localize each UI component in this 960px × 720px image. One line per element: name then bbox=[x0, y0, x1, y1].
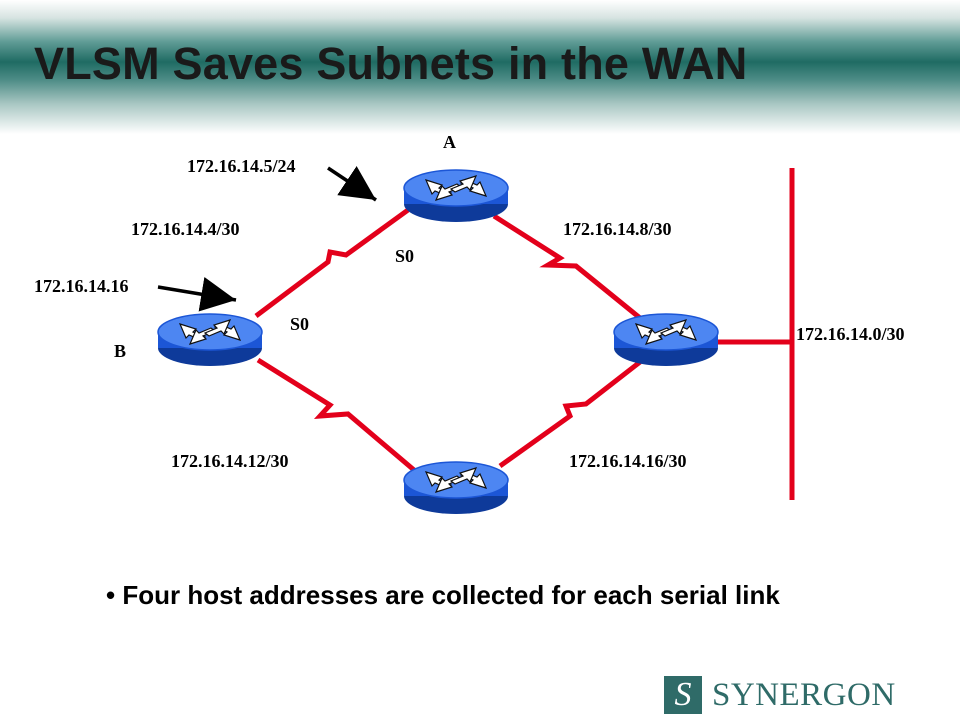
logo-text: SYNERGON bbox=[712, 677, 896, 713]
router-label-b: B bbox=[114, 341, 126, 361]
synergon-logo: S SYNERGON bbox=[664, 676, 946, 714]
router-a bbox=[403, 169, 509, 223]
link-bottom-right bbox=[498, 360, 642, 469]
router-b bbox=[157, 313, 263, 367]
address-label: 172.16.14.8/30 bbox=[563, 219, 672, 239]
bullet-symbol: • bbox=[106, 580, 116, 610]
address-label: 172.16.14.0/30 bbox=[796, 324, 905, 344]
link-b-bottom bbox=[256, 357, 416, 472]
link-b-a bbox=[254, 207, 410, 318]
router-right bbox=[613, 313, 719, 367]
router-bottom bbox=[403, 461, 509, 515]
header-band bbox=[0, 0, 960, 135]
link-a-right bbox=[492, 213, 642, 320]
bullet-item: • Four host addresses are collected for … bbox=[106, 578, 886, 612]
address-label: 172.16.14.4/30 bbox=[131, 219, 240, 239]
address-label: 172.16.14.12/30 bbox=[171, 451, 289, 471]
interface-label-left: S0 bbox=[290, 314, 309, 334]
address-label: 172.16.14.16 bbox=[34, 276, 129, 296]
logo-mark-icon: S bbox=[664, 676, 702, 714]
pointer-arrow-icon bbox=[327, 166, 377, 202]
address-label: 172.16.14.5/24 bbox=[187, 156, 296, 176]
pointer-arrow-icon bbox=[157, 276, 237, 312]
bullet-text: Four host addresses are collected for ea… bbox=[122, 580, 780, 610]
interface-label-top: S0 bbox=[395, 246, 414, 266]
router-label-a: A bbox=[443, 132, 456, 152]
slide-title: VLSM Saves Subnets in the WAN bbox=[34, 38, 748, 89]
serial-links bbox=[254, 168, 795, 500]
address-label: 172.16.14.16/30 bbox=[569, 451, 687, 471]
